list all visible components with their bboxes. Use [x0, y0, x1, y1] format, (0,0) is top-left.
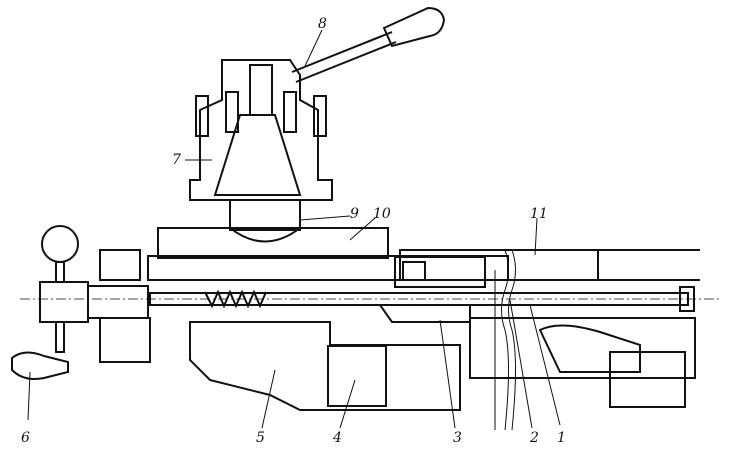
callout-10: 10	[373, 206, 391, 222]
break-lines	[494, 249, 516, 431]
feed-shaft	[20, 286, 720, 312]
callout-8: 8	[318, 16, 327, 32]
callout-5: 5	[256, 430, 265, 446]
lower-apron	[189, 321, 686, 411]
callout-7: 7	[172, 152, 181, 168]
callout-3: 3	[453, 430, 462, 446]
bearing-housing	[378, 256, 486, 323]
callout-6: 6	[21, 430, 30, 446]
head-bolts	[195, 91, 327, 137]
callout-11: 11	[530, 206, 548, 222]
callout-4: 4	[332, 430, 342, 446]
handwheel-assembly	[11, 225, 151, 380]
tool-post-head	[189, 59, 333, 243]
clamping-lever	[291, 6, 446, 83]
leader-lines	[27, 29, 561, 429]
base-plate	[147, 227, 509, 281]
callout-2: 2	[529, 430, 539, 446]
carriage-body	[399, 249, 700, 379]
callout-9: 9	[350, 206, 359, 222]
callouts: 1 2 3 4 5 6 7 8 9 10 11	[21, 16, 566, 446]
callout-1: 1	[557, 430, 566, 446]
